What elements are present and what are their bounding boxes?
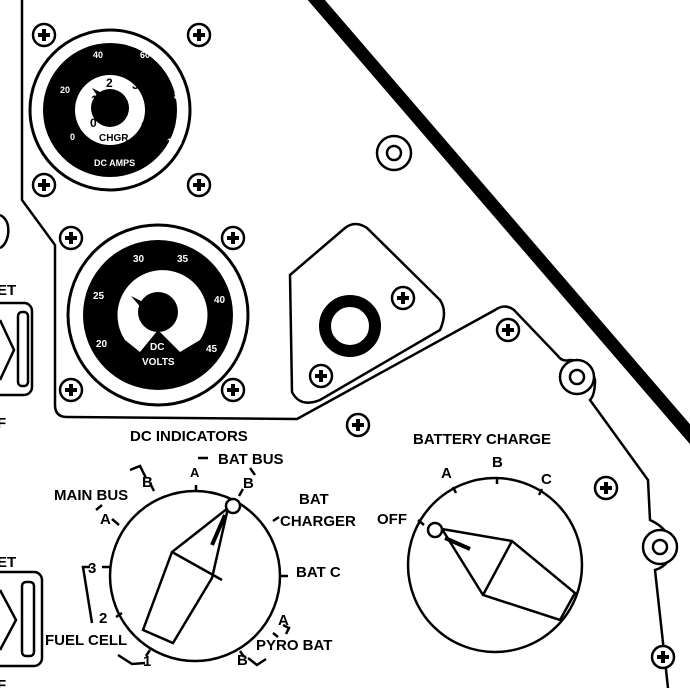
screw-icon (345, 412, 371, 438)
tick-label: 20 (96, 339, 108, 350)
washer-icon (375, 134, 413, 172)
panel-edge-thick (307, 0, 690, 445)
screw-icon (186, 22, 212, 48)
selector-pointer-dot (426, 521, 444, 539)
battery-charge-title: BATTERY CHARGE (413, 431, 551, 448)
position-label: CHARGER (280, 513, 356, 530)
position-label: C (541, 471, 552, 488)
tick-label: 60 (140, 50, 150, 60)
tick-label: 45 (206, 344, 218, 355)
triangular-plate (288, 222, 446, 404)
panel-outline-left (0, 213, 10, 250)
selector-pointer (444, 536, 471, 551)
washer-icon (641, 528, 679, 566)
tick-label: 80 (174, 91, 184, 101)
toggle-label: F (0, 415, 6, 432)
left-toggle-lower[interactable]: ET F (0, 554, 44, 688)
dc-indicators-title: DC INDICATORS (130, 428, 248, 445)
toggle-label: F (0, 677, 6, 688)
screw-icon (58, 225, 84, 251)
dc-indicators-selector[interactable] (81, 456, 291, 667)
dc-amps-gauge: 0 20 40 60 80 100 0 1 2 3 4 5 CHGR DC AM… (28, 28, 192, 192)
screw-icon (308, 363, 334, 389)
screw-icon (58, 377, 84, 403)
position-label: B (142, 474, 153, 491)
left-toggle-upper[interactable]: ET F (0, 282, 34, 432)
position-label: OFF (377, 511, 407, 528)
selector-pointer-dot (224, 497, 242, 515)
gauge-unit: VOLTS (142, 357, 175, 368)
position-label: B (237, 652, 248, 669)
dc-volts-gauge: 20 25 30 35 40 45 DC VOLTS (66, 223, 250, 407)
screw-icon (31, 172, 57, 198)
screw-icon (220, 225, 246, 251)
tick-label: 20 (60, 85, 70, 95)
tick-label: 3 (132, 78, 139, 92)
position-label: A (190, 465, 200, 480)
gauge-inner-label: CHGR (99, 133, 129, 144)
washer-icon (558, 358, 596, 396)
tick-label: 25 (93, 291, 105, 302)
tick-label: 100 (167, 137, 182, 147)
position-label: BAT BUS (218, 451, 284, 468)
screw-icon (220, 377, 246, 403)
tick-label: 4 (146, 97, 153, 111)
tick-label: 40 (93, 50, 103, 60)
gauge-unit: DC AMPS (94, 158, 135, 168)
position-label: B (243, 475, 254, 492)
dc-indicators-labels: A BAT BUS B B MAIN BUS A BAT CHARGER BAT… (45, 451, 356, 670)
position-label: BAT (299, 491, 329, 508)
receptacle-ring (319, 295, 381, 357)
tick-label: 40 (214, 295, 226, 306)
tick-label: 2 (106, 76, 113, 90)
screw-icon (650, 644, 676, 670)
tick-label: 1 (91, 93, 98, 107)
screw-icon (390, 285, 416, 311)
position-label: 2 (99, 610, 107, 627)
tick-label: 5 (141, 120, 148, 134)
tick-label: 0 (90, 116, 97, 130)
gauge-needle (92, 88, 104, 100)
screw-icon (495, 317, 521, 343)
position-label: 3 (88, 560, 96, 577)
battery-charge-selector[interactable] (406, 476, 584, 654)
gauge-pointer-hub (138, 292, 178, 332)
tick-label: 35 (177, 254, 189, 265)
position-label: PYRO BAT (256, 637, 332, 654)
position-label: 1 (143, 653, 151, 670)
position-label: MAIN BUS (54, 487, 128, 504)
position-label: B (492, 454, 503, 471)
screw-icon (186, 172, 212, 198)
battery-charge-labels: OFF A B C (377, 454, 552, 528)
gauge-unit: DC (150, 342, 164, 353)
position-label: A (100, 511, 111, 528)
position-label: FUEL CELL (45, 632, 127, 649)
tick-label: 30 (133, 254, 145, 265)
gauge-needle (131, 296, 147, 310)
screw-icon (593, 475, 619, 501)
toggle-label: ET (0, 554, 16, 571)
toggle-label: ET (0, 282, 16, 299)
screw-icon (31, 22, 57, 48)
selector-pointer (210, 514, 227, 546)
position-label: A (441, 465, 452, 482)
position-label: BAT C (296, 564, 341, 581)
position-label: A (278, 612, 289, 629)
tick-label: 0 (70, 132, 75, 142)
